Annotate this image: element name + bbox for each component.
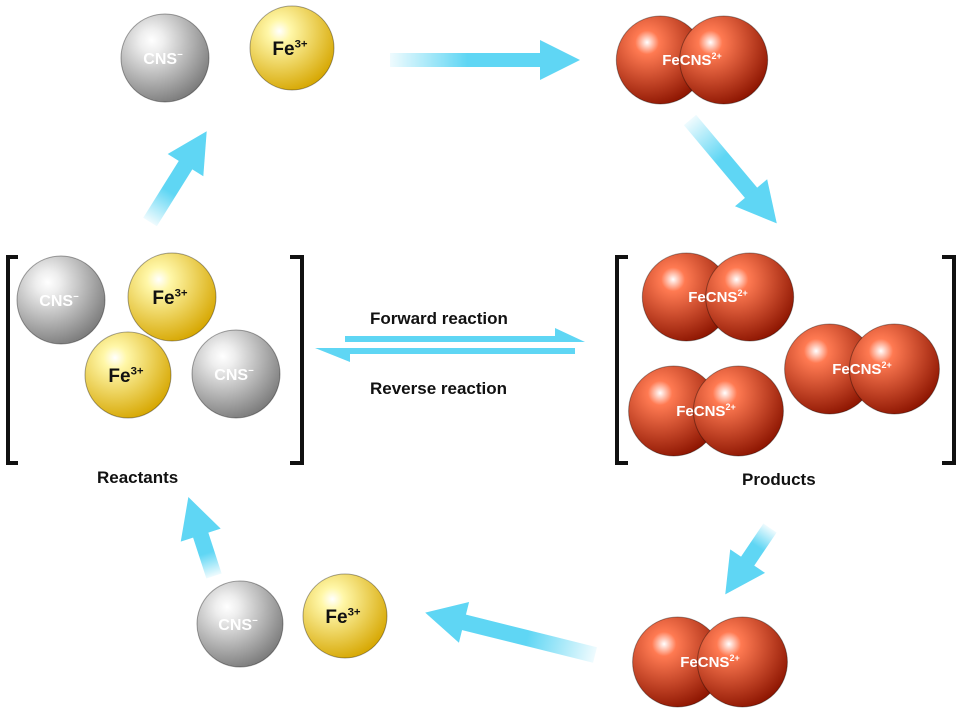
reverse-reaction-label: Reverse reaction	[370, 379, 508, 398]
arrow-top-right-down	[683, 114, 777, 224]
products-bracket	[615, 255, 956, 465]
fecns-ion: FeCNS2+	[784, 323, 940, 415]
forward-reaction-label: Forward reaction	[370, 309, 508, 328]
fecns-label: FeCNS2+	[680, 653, 739, 671]
fe-ion: Fe3+	[302, 573, 388, 659]
fe-ion: Fe3+	[127, 252, 217, 342]
reactants-label: Reactants	[97, 468, 179, 487]
fecns-label: FeCNS2+	[688, 288, 747, 306]
cns-label: CNS−	[214, 366, 254, 384]
reactants-bracket	[6, 255, 304, 465]
fecns-label: FeCNS2+	[676, 402, 735, 420]
fecns-ion: FeCNS2+	[615, 15, 769, 105]
cns-ion: CNS−	[16, 255, 106, 345]
cns-label: CNS−	[39, 292, 79, 310]
arrow-top-left-up	[143, 131, 207, 227]
fecns-label: FeCNS2+	[662, 51, 721, 69]
cns-ion: CNS−	[120, 13, 210, 103]
fe-label: Fe3+	[108, 365, 144, 387]
fecns-ion: FeCNS2+	[632, 616, 788, 708]
fe-ion: Fe3+	[249, 5, 335, 91]
fecns-ion: FeCNS2+	[628, 365, 784, 457]
arrow-bottom-left-up	[180, 497, 222, 579]
arrow-bottom-left	[425, 601, 597, 663]
cns-label: CNS−	[143, 50, 183, 68]
forward-arrow	[345, 328, 585, 342]
fe-label: Fe3+	[152, 287, 188, 309]
arrow-bottom-right-down	[725, 523, 777, 595]
cns-ion: CNS−	[191, 329, 281, 419]
products-label: Products	[742, 470, 816, 489]
fe-label: Fe3+	[272, 38, 308, 60]
reverse-arrow	[315, 348, 575, 362]
cns-ion: CNS−	[196, 580, 284, 668]
fe-ion: Fe3+	[84, 331, 172, 419]
cns-label: CNS−	[218, 616, 258, 634]
fe-label: Fe3+	[325, 606, 361, 628]
fecns-ion: FeCNS2+	[641, 252, 795, 342]
arrow-top	[390, 40, 580, 80]
fecns-label: FeCNS2+	[832, 360, 891, 378]
